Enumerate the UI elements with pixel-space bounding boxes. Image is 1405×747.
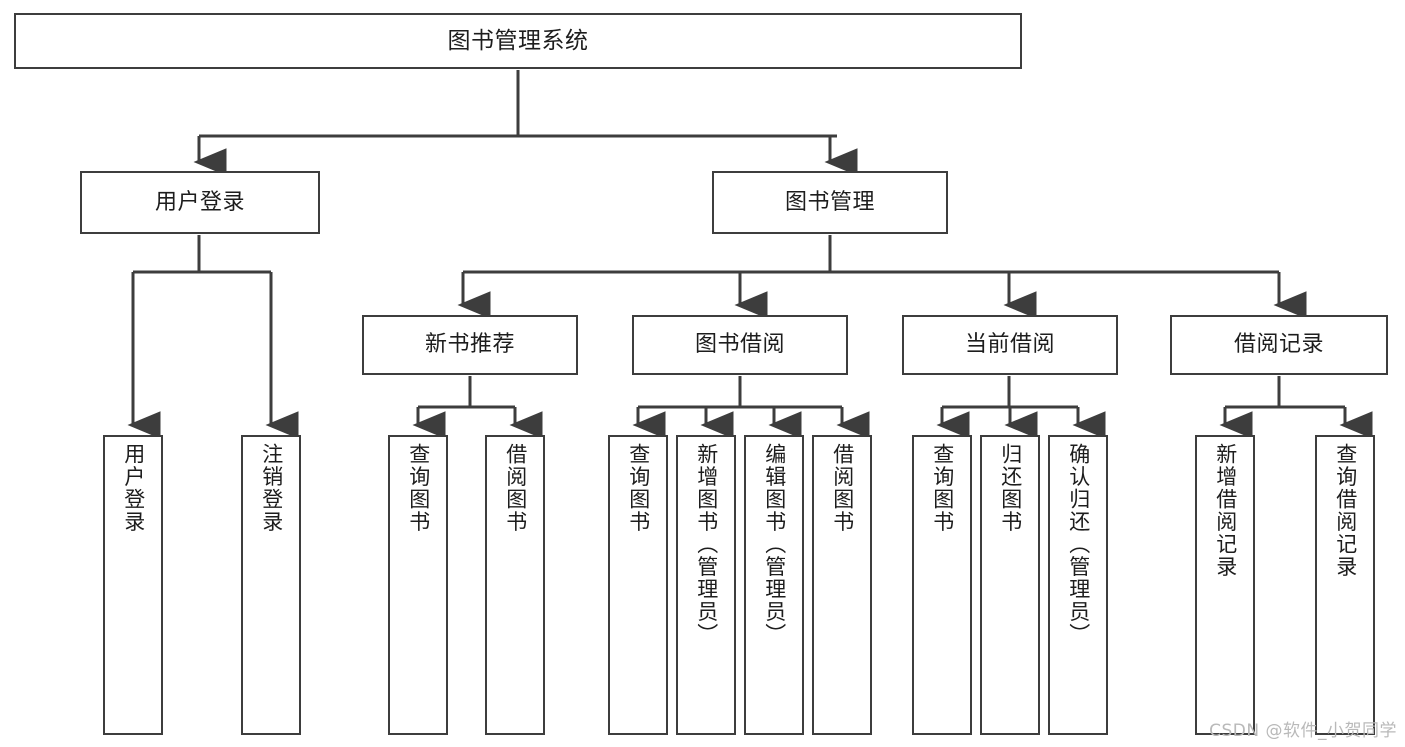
leaf-book-borrow-borrow[interactable]: 借阅图书 (812, 435, 872, 735)
leaf-book-borrow-add-label: 新增图书（管理员） (694, 443, 719, 646)
leaf-user-login-signout[interactable]: 注销登录 (241, 435, 301, 735)
leaf-current-borrow-return-label: 归还图书 (998, 443, 1023, 533)
leaf-user-login-signin[interactable]: 用户登录 (103, 435, 163, 735)
leaf-new-book-query-label: 查询图书 (406, 443, 431, 533)
leaf-borrow-record-query[interactable]: 查询借阅记录 (1315, 435, 1375, 735)
node-new-book-recommend[interactable]: 新书推荐 (362, 315, 578, 375)
node-borrow-record-label: 借阅记录 (1233, 332, 1324, 358)
leaf-current-borrow-confirm[interactable]: 确认归还（管理员） (1048, 435, 1108, 735)
node-current-borrow[interactable]: 当前借阅 (902, 315, 1118, 375)
csdn-watermark: CSDN @软件_小贺同学 (1209, 721, 1397, 741)
leaf-current-borrow-query-label: 查询图书 (930, 443, 955, 533)
leaf-book-borrow-query[interactable]: 查询图书 (608, 435, 668, 735)
leaf-current-borrow-confirm-label: 确认归还（管理员） (1066, 443, 1091, 646)
node-book-borrow-label: 图书借阅 (694, 332, 785, 358)
leaf-book-borrow-edit-label: 编辑图书（管理员） (762, 443, 787, 646)
node-user-login[interactable]: 用户登录 (80, 171, 320, 234)
node-book-borrow[interactable]: 图书借阅 (632, 315, 848, 375)
node-root-label: 图书管理系统 (447, 27, 589, 54)
leaf-book-borrow-borrow-label: 借阅图书 (830, 443, 855, 533)
leaf-borrow-record-add-label: 新增借阅记录 (1213, 443, 1238, 578)
leaf-user-login-signin-label: 用户登录 (121, 443, 146, 533)
node-current-borrow-label: 当前借阅 (964, 332, 1055, 358)
leaf-current-borrow-return[interactable]: 归还图书 (980, 435, 1040, 735)
node-book-management-label: 图书管理 (784, 189, 875, 215)
node-borrow-record[interactable]: 借阅记录 (1170, 315, 1388, 375)
leaf-new-book-borrow[interactable]: 借阅图书 (485, 435, 545, 735)
leaf-book-borrow-edit[interactable]: 编辑图书（管理员） (744, 435, 804, 735)
leaf-new-book-borrow-label: 借阅图书 (503, 443, 528, 533)
leaf-book-borrow-add[interactable]: 新增图书（管理员） (676, 435, 736, 735)
leaf-current-borrow-query[interactable]: 查询图书 (912, 435, 972, 735)
node-user-login-label: 用户登录 (154, 189, 245, 215)
leaf-new-book-query[interactable]: 查询图书 (388, 435, 448, 735)
leaf-book-borrow-query-label: 查询图书 (626, 443, 651, 533)
leaf-borrow-record-add[interactable]: 新增借阅记录 (1195, 435, 1255, 735)
node-book-management[interactable]: 图书管理 (712, 171, 948, 234)
leaf-borrow-record-query-label: 查询借阅记录 (1333, 443, 1358, 578)
node-root[interactable]: 图书管理系统 (14, 13, 1022, 69)
node-new-book-recommend-label: 新书推荐 (424, 332, 515, 358)
leaf-user-login-signout-label: 注销登录 (259, 443, 284, 533)
